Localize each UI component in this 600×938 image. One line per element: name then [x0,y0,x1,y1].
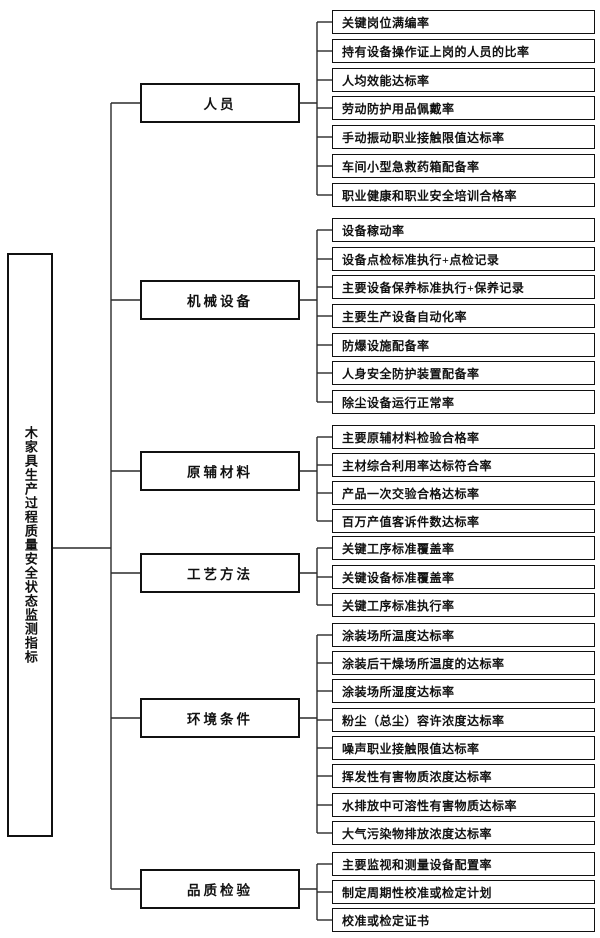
leaf-node: 水排放中可溶性有害物质达标率 [332,793,595,817]
leaf-node: 关键工序标准执行率 [332,593,595,617]
leaf-node: 关键岗位满编率 [332,10,595,34]
leaf-node: 人均效能达标率 [332,68,595,92]
leaf-node: 职业健康和职业安全培训合格率 [332,183,595,207]
leaf-node: 产品一次交验合格达标率 [332,481,595,505]
leaf-node: 关键设备标准覆盖率 [332,565,595,589]
leaf-node: 粉尘（总尘）容许浓度达标率 [332,708,595,732]
leaf-node: 防爆设施配备率 [332,333,595,357]
category-node-process-methods: 工艺方法 [140,553,300,593]
leaf-node: 主要设备保养标准执行+保养记录 [332,275,595,299]
leaf-node: 噪声职业接触限值达标率 [332,736,595,760]
category-node-personnel: 人员 [140,83,300,123]
leaf-node: 设备稼动率 [332,218,595,242]
leaf-node: 手动振动职业接触限值达标率 [332,125,595,149]
category-node-quality-inspection: 品质检验 [140,869,300,909]
leaf-node: 涂装场所湿度达标率 [332,679,595,703]
leaf-node: 劳动防护用品佩戴率 [332,96,595,120]
leaf-node: 涂装场所温度达标率 [332,623,595,647]
root-node: 木家具生产过程质量安全状态监测指标 [7,253,53,837]
leaf-node: 制定周期性校准或检定计划 [332,880,595,904]
leaf-node: 主要生产设备自动化率 [332,304,595,328]
leaf-node: 涂装后干燥场所温度的达标率 [332,651,595,675]
leaf-node: 设备点检标准执行+点检记录 [332,247,595,271]
leaf-node: 除尘设备运行正常率 [332,390,595,414]
leaf-node: 关键工序标准覆盖率 [332,536,595,560]
leaf-node: 挥发性有害物质浓度达标率 [332,764,595,788]
leaf-node: 人身安全防护装置配备率 [332,361,595,385]
leaf-node: 主要原辅材料检验合格率 [332,425,595,449]
leaf-node: 主材综合利用率达标符合率 [332,453,595,477]
leaf-node: 百万产值客诉件数达标率 [332,509,595,533]
leaf-node: 车间小型急救药箱配备率 [332,154,595,178]
leaf-node: 持有设备操作证上岗的人员的比率 [332,39,595,63]
leaf-node: 校准或检定证书 [332,908,595,932]
category-node-machinery-equipment: 机械设备 [140,280,300,320]
category-node-environmental-conditions: 环境条件 [140,698,300,738]
leaf-node: 主要监视和测量设备配置率 [332,852,595,876]
category-node-raw-materials: 原辅材料 [140,451,300,491]
leaf-node: 大气污染物排放浓度达标率 [332,821,595,845]
